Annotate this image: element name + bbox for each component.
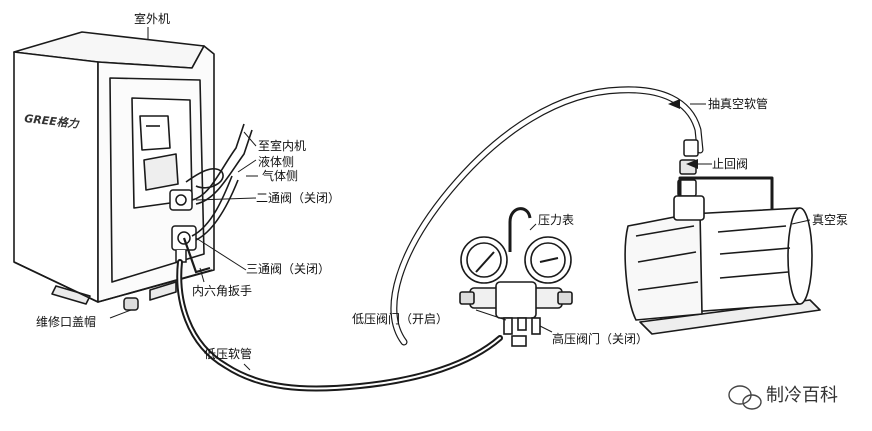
brand-logo: GREE格力 bbox=[24, 112, 81, 131]
label-three-way-valve: 三通阀（关闭） bbox=[246, 262, 331, 276]
indoor-unit-pipes bbox=[185, 123, 253, 241]
label-vacuum-hose: 抽真空软管 bbox=[708, 97, 769, 111]
leader-arrows bbox=[668, 99, 698, 169]
label-liquid-side: 液体侧 bbox=[258, 155, 295, 169]
label-gas-side: 气体侧 bbox=[262, 169, 299, 183]
label-pressure-gauge: 压力表 bbox=[538, 213, 575, 227]
label-hex-wrench: 内六角扳手 bbox=[192, 284, 253, 298]
manifold-gauge bbox=[459, 207, 573, 347]
label-two-way-valve: 二通阀（关闭） bbox=[256, 191, 341, 205]
label-check-valve: 止回阀 bbox=[712, 157, 749, 171]
vacuum-pump bbox=[624, 176, 821, 335]
outdoor-unit bbox=[13, 31, 215, 305]
label-low-pressure-hose: 低压软管 bbox=[204, 347, 253, 361]
low-pressure-hose bbox=[176, 259, 503, 392]
low-pressure-gauge bbox=[460, 236, 508, 284]
label-high-pressure-valve: 高压阀门（关闭） bbox=[552, 332, 649, 346]
leader-lines bbox=[109, 27, 811, 371]
two-way-valve bbox=[169, 189, 193, 211]
label-low-pressure-valve: 低压阀门（开启） bbox=[352, 312, 449, 326]
wechat-icon bbox=[728, 385, 762, 410]
service-port-cap-icon bbox=[123, 297, 139, 311]
label-outdoor-unit: 室外机 bbox=[134, 12, 171, 26]
label-vacuum-pump: 真空泵 bbox=[812, 213, 849, 227]
label-to-indoor-unit: 至室内机 bbox=[258, 139, 307, 153]
watermark: 制冷百科 bbox=[766, 385, 838, 406]
label-service-port-cap: 维修口盖帽 bbox=[36, 315, 97, 329]
hex-wrench-icon bbox=[182, 237, 211, 274]
